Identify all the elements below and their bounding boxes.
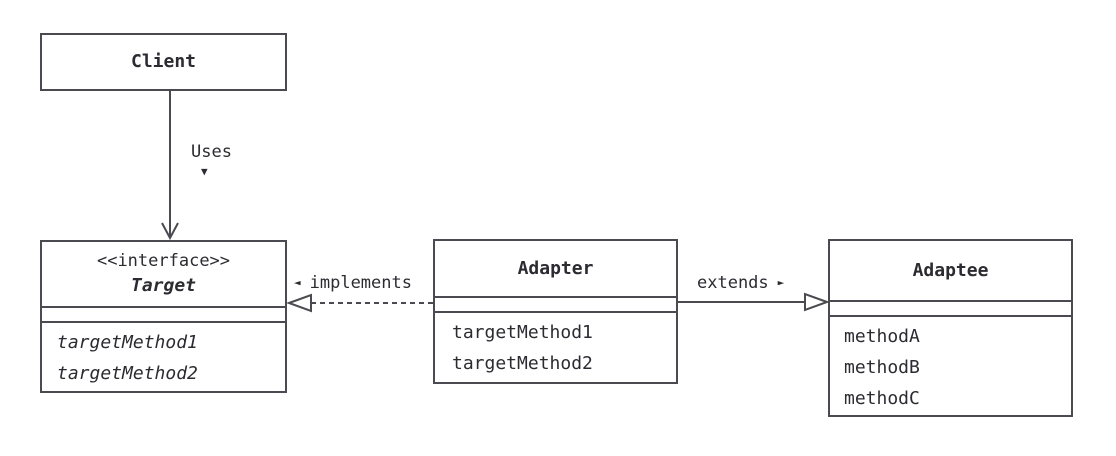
method-item: methodC [844,388,920,409]
implements-label-text: implements [309,273,412,293]
uses-label: Uses [191,141,232,163]
class-client: Client [40,33,287,91]
extends-arrow [678,292,830,312]
uses-label-text: Uses [191,142,232,162]
extends-label-text: extends [697,273,769,293]
class-adaptee-methods: methodA methodB methodC [830,317,1071,414]
implements-direction-icon: ◄ [294,276,301,289]
class-adaptee-name: Adaptee [912,259,989,281]
implements-arrow [286,293,433,313]
class-adaptee: Adaptee methodA methodB methodC [828,239,1073,417]
uses-arrow [161,91,179,241]
class-client-header: Client [42,35,285,89]
method-item: methodB [844,357,920,378]
class-adapter-header: Adapter [435,241,676,296]
class-adapter-name: Adapter [517,257,594,279]
class-target-name: Target [130,275,197,296]
class-target-attributes-compartment [42,306,285,323]
class-adaptee-attributes-compartment [830,300,1071,317]
extends-direction-icon: ► [777,276,785,289]
class-client-name: Client [130,51,197,72]
uses-direction-icon: ▼ [201,165,208,178]
extends-label: extends ► [697,272,784,294]
class-target-header: <<interface>> Target [42,242,285,306]
class-target-stereotype: <<interface>> [96,251,231,271]
method-item: methodA [844,326,920,347]
method-item: targetMethod2 [452,353,593,374]
method-item: targetMethod2 [57,363,198,384]
class-target-methods: targetMethod1 targetMethod2 [42,323,285,389]
class-adapter-attributes-compartment [435,296,676,313]
class-adapter-methods: targetMethod1 targetMethod2 [435,313,676,379]
implements-label: ◄ implements [294,272,412,294]
method-item: targetMethod1 [57,332,198,353]
class-adapter: Adapter targetMethod1 targetMethod2 [433,239,678,384]
method-item: targetMethod1 [452,322,593,343]
class-target: <<interface>> Target targetMethod1 targe… [40,240,287,393]
class-adaptee-header: Adaptee [830,241,1071,300]
